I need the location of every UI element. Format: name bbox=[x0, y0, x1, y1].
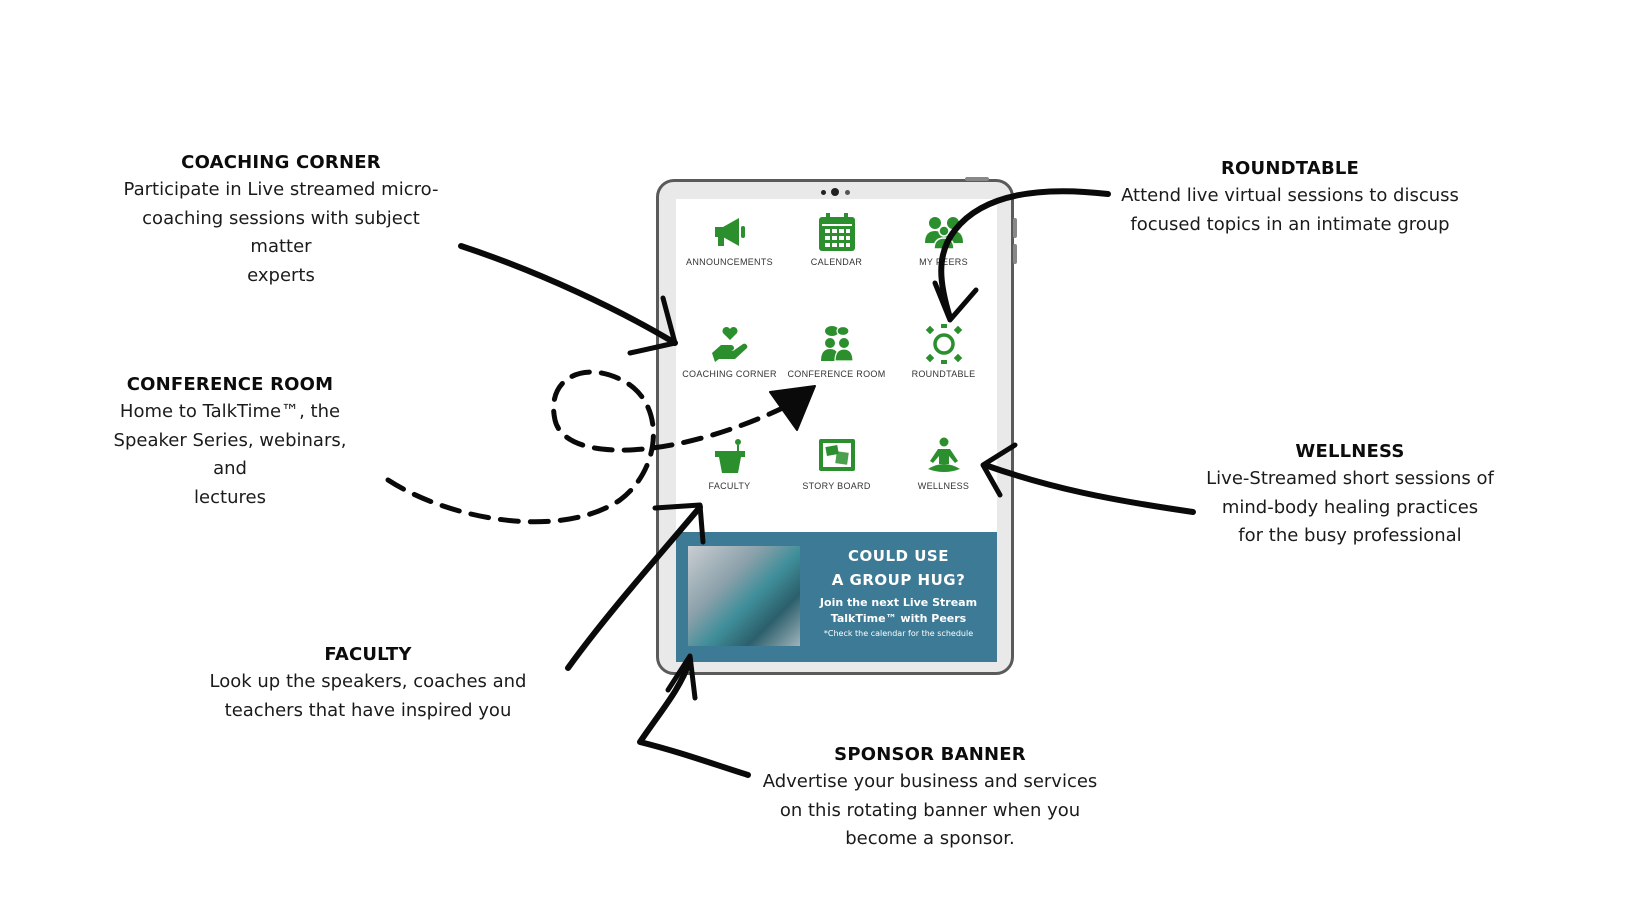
banner-subline-1: Join the next Live Stream bbox=[819, 596, 978, 609]
callout-line: on this rotating banner when you bbox=[779, 799, 1081, 821]
callout-title: SPONSOR BANNER bbox=[834, 744, 1026, 765]
tile-label: CALENDAR bbox=[810, 257, 863, 267]
callout-line: focused topics in an intimate group bbox=[1130, 213, 1450, 235]
callout-coaching-corner: COACHING CORNER Participate in Live stre… bbox=[112, 152, 450, 290]
volume-down-button bbox=[1013, 244, 1017, 264]
callout-title: CONFERENCE ROOM bbox=[126, 374, 334, 395]
callout-line: Speaker Series, webinars, and bbox=[113, 429, 347, 480]
callout-line: Participate in Live streamed micro- bbox=[123, 179, 439, 200]
arrow-coaching-corner bbox=[458, 243, 678, 356]
callout-description: Participate in Live streamed micro- coac… bbox=[112, 176, 450, 290]
chat-people-icon bbox=[821, 325, 854, 362]
callout-description: Live-Streamed short sessions of mind-bod… bbox=[1195, 465, 1505, 551]
tile-label: WELLNESS bbox=[917, 481, 970, 491]
callout-description: Look up the speakers, coaches and teache… bbox=[205, 668, 531, 725]
arrow-roundtable bbox=[932, 188, 1111, 323]
volume-up-button bbox=[1013, 218, 1017, 238]
callout-description: Home to TalkTime™, the Speaker Series, w… bbox=[95, 398, 365, 512]
callout-title: ROUNDTABLE bbox=[1220, 158, 1360, 179]
callout-description: Attend live virtual sessions to discuss … bbox=[1120, 182, 1460, 239]
callout-description: Advertise your business and services on … bbox=[760, 768, 1100, 854]
roundtable-icon bbox=[925, 324, 963, 364]
callout-line: for the busy professional bbox=[1238, 525, 1462, 546]
sponsor-banner[interactable]: COULD USE A GROUP HUG? Join the next Liv… bbox=[676, 532, 997, 662]
tile-label: CONFERENCE ROOM bbox=[787, 369, 886, 379]
arrow-sponsor-banner bbox=[637, 653, 751, 778]
callout-title: WELLNESS bbox=[1295, 441, 1405, 462]
callout-line: Advertise your business and services bbox=[762, 771, 1098, 792]
camera-icon bbox=[817, 188, 857, 198]
megaphone-icon bbox=[715, 218, 745, 246]
tile-story-board[interactable]: STORY BOARD bbox=[783, 423, 890, 535]
tile-label: ANNOUNCEMENTS bbox=[686, 257, 773, 267]
callout-line: lectures bbox=[194, 486, 266, 508]
callout-line: Live-Streamed short sessions of bbox=[1206, 468, 1494, 489]
group-hug-photo bbox=[688, 546, 800, 646]
tile-conference-room[interactable]: CONFERENCE ROOM bbox=[783, 311, 890, 423]
tile-label: STORY BOARD bbox=[802, 481, 871, 491]
banner-text: COULD USE A GROUP HUG? Join the next Liv… bbox=[806, 544, 991, 640]
tile-faculty[interactable]: FACULTY bbox=[676, 423, 783, 535]
banner-subline-2: TalkTime™ with Peers bbox=[830, 612, 967, 625]
callout-line: teachers that have inspired you bbox=[224, 699, 512, 721]
tile-announcements[interactable]: ANNOUNCEMENTS bbox=[676, 199, 783, 311]
callout-title: FACULTY bbox=[324, 644, 412, 665]
callout-line: experts bbox=[247, 264, 315, 286]
tile-label: FACULTY bbox=[708, 481, 751, 491]
callout-line: coaching sessions with subject matter bbox=[142, 207, 420, 258]
meditation-icon bbox=[928, 437, 960, 472]
callout-faculty: FACULTY Look up the speakers, coaches an… bbox=[205, 644, 531, 725]
banner-headline-2: A GROUP HUG? bbox=[831, 571, 966, 589]
tile-label: COACHING CORNER bbox=[682, 369, 777, 379]
callout-sponsor-banner: SPONSOR BANNER Advertise your business a… bbox=[760, 744, 1100, 854]
banner-headline-1: COULD USE bbox=[848, 547, 949, 565]
callout-wellness: WELLNESS Live-Streamed short sessions of… bbox=[1195, 441, 1505, 551]
tile-roundtable[interactable]: ROUNDTABLE bbox=[890, 311, 997, 423]
callout-line: Look up the speakers, coaches and bbox=[209, 671, 527, 692]
power-button bbox=[965, 177, 989, 181]
arrow-conference-room bbox=[385, 369, 816, 525]
callout-line: Attend live virtual sessions to discuss bbox=[1121, 185, 1459, 206]
callout-line: Home to TalkTime™, the bbox=[119, 401, 341, 422]
callout-title: COACHING CORNER bbox=[181, 152, 381, 173]
tile-coaching-corner[interactable]: COACHING CORNER bbox=[676, 311, 783, 423]
arrow-faculty bbox=[565, 502, 706, 671]
arrow-wellness bbox=[980, 442, 1196, 515]
heart-hand-icon bbox=[712, 326, 748, 362]
callout-conference-room: CONFERENCE ROOM Home to TalkTime™, the S… bbox=[95, 374, 365, 512]
callout-line: mind-body healing practices bbox=[1221, 496, 1479, 518]
callout-roundtable: ROUNDTABLE Attend live virtual sessions … bbox=[1120, 158, 1460, 239]
tile-label: ROUNDTABLE bbox=[911, 369, 976, 379]
storyboard-icon bbox=[819, 439, 855, 471]
callout-line: become a sponsor. bbox=[845, 828, 1015, 849]
tile-wellness[interactable]: WELLNESS bbox=[890, 423, 997, 535]
calendar-icon bbox=[819, 213, 855, 251]
banner-note: *Check the calendar for the schedule bbox=[823, 629, 974, 638]
tile-calendar[interactable]: CALENDAR bbox=[783, 199, 890, 311]
lectern-icon bbox=[715, 439, 745, 473]
